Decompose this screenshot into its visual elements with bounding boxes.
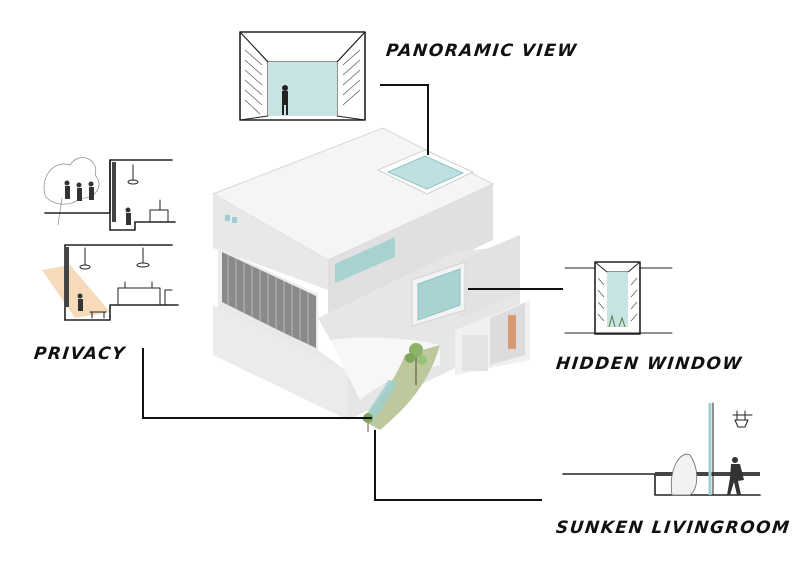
label-privacy: PRIVACY [32, 344, 127, 364]
label-panoramic-view: PANORAMIC VIEW [384, 41, 579, 61]
sunken-livingroom-sketch [562, 402, 761, 496]
panoramic-glass [268, 62, 337, 116]
tree-icon [405, 343, 427, 385]
label-sunken-livingroom: SUNKEN LIVINGROOM [554, 518, 792, 538]
hidden-window-sketch [564, 261, 673, 335]
label-hidden-window: HIDDEN WINDOW [554, 354, 744, 374]
isometric-house [211, 127, 530, 432]
light-cone [42, 265, 110, 318]
door [508, 315, 516, 349]
leader-lines [142, 84, 563, 501]
skylight-glass [386, 155, 465, 190]
strip-window [335, 237, 395, 283]
person-figure [282, 85, 288, 115]
privacy-sketch-bottom [42, 244, 179, 321]
panoramic-view-sketch [239, 31, 366, 121]
privacy-sketch-top [43, 157, 176, 231]
vertical-slats [222, 252, 316, 348]
hidden-window-glass-house [417, 268, 461, 321]
hidden-window-glass [607, 272, 628, 327]
